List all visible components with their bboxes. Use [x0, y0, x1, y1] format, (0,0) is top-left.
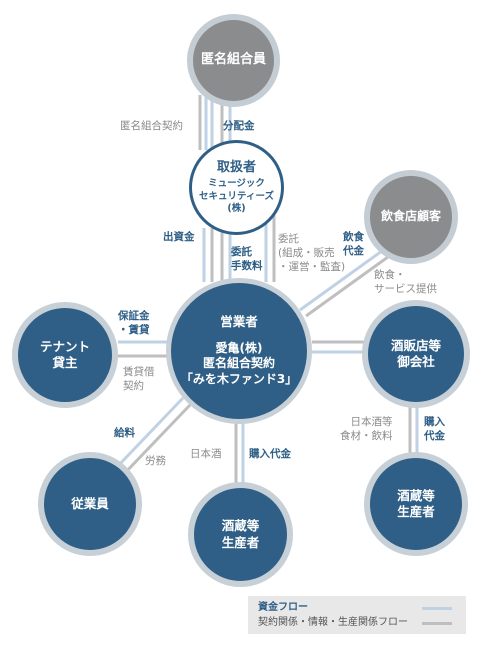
- label-deposit-rent-line-2: ・賃貸: [118, 324, 150, 336]
- node-brewery-right: 酒蔵等 生産者: [364, 452, 468, 556]
- node-liquor-store-line-2: 御会社: [397, 354, 435, 369]
- node-handler-title: 取扱者: [216, 159, 256, 175]
- label-food-payment-line-1: 飲食: [343, 231, 364, 243]
- node-tenant-landlord-line-2: 貸主: [52, 355, 78, 370]
- node-restaurant-customers: 飲食店顧客: [364, 170, 458, 264]
- legend: 資金フロー 契約関係・情報・生産関係フロー: [248, 596, 466, 634]
- legend-contract-swatch: [422, 622, 452, 625]
- connector-operator-employees-1: [114, 396, 185, 470]
- label-sake-food-drink-line-2: 食材・飲料: [340, 430, 393, 442]
- label-purchase-right-line-2: 代金: [424, 430, 445, 442]
- node-handler-line-2: セキュリティーズ: [199, 190, 274, 202]
- node-brewery-right-line-2: 生産者: [397, 504, 435, 519]
- node-restaurant-customers-line: 飲食店顧客: [380, 209, 441, 224]
- node-brewery-bottom: 酒蔵等 生産者: [188, 482, 293, 587]
- connector-operator-restaurant-2: [305, 247, 400, 318]
- label-commission-fee-line-1: 委託: [231, 246, 252, 258]
- label-salary-line: 給料: [114, 427, 135, 439]
- label-sake-food-drink: 日本酒等 食材・飲料: [340, 415, 393, 443]
- label-dividend-line: 分配金: [223, 120, 255, 132]
- label-sake-food-drink-line-1: 日本酒等: [350, 416, 393, 428]
- node-operator-line-1: 愛亀(株): [215, 340, 263, 355]
- label-purchase-right-line-1: 購入: [424, 416, 445, 428]
- node-liquor-store-line-1: 酒販店等: [390, 337, 441, 353]
- label-lease-contract-line-1: 賃貸借: [123, 366, 155, 378]
- label-food-payment: 飲食 代金: [343, 230, 364, 258]
- label-commission-fee: 委託 手数料: [231, 245, 263, 273]
- node-employees-line: 従業員: [71, 495, 109, 511]
- legend-row-contract: 契約関係・情報・生産関係フロー: [258, 615, 456, 630]
- node-brewery-bottom-line-2: 生産者: [221, 534, 260, 550]
- node-liquor-store: 酒販店等 御会社: [362, 300, 470, 408]
- connector-operator-restaurant-1: [299, 241, 394, 312]
- node-tenant-landlord: テナント 貸主: [12, 302, 118, 408]
- legend-money-swatch: [422, 607, 452, 610]
- label-sake-bottom: 日本酒: [190, 447, 222, 461]
- label-entrust-tasks-line-3: ・運営・監査): [278, 261, 346, 273]
- node-tenant-landlord-line-1: テナント: [39, 338, 90, 354]
- label-investment-line: 出資金: [163, 231, 195, 243]
- label-deposit-rent: 保証金 ・賃貸: [118, 309, 150, 337]
- node-operator: 営業者 愛亀(株) 匿名組合契約 「みを木ファンド3」: [166, 278, 312, 424]
- label-dividend: 分配金: [223, 119, 255, 133]
- label-investment: 出資金: [163, 230, 195, 244]
- connector-operator-employees-2: [121, 403, 192, 477]
- label-entrust-tasks-line-1: 委託: [278, 233, 299, 245]
- node-handler-line-3: (株): [227, 203, 246, 215]
- node-operator-line-3: 「みを木ファンド3」: [180, 371, 298, 386]
- label-purchase-right: 購入 代金: [424, 415, 445, 443]
- node-handler-line-1: ミュージック: [208, 178, 265, 190]
- label-purchase-bottom-line: 購入代金: [249, 448, 291, 460]
- label-food-service-line-2: サービス提供: [374, 283, 437, 295]
- label-contract-anonymous: 匿名組合契約: [120, 119, 183, 133]
- node-anonymous-partners-line: 匿名組合員: [200, 52, 266, 68]
- node-handler: 取扱者 ミュージック セキュリティーズ (株): [189, 140, 284, 235]
- legend-money-label: 資金フロー: [258, 602, 308, 613]
- legend-row-money: 資金フロー: [258, 600, 456, 615]
- label-food-service: 飲食・ サービス提供: [374, 268, 437, 296]
- label-food-payment-line-2: 代金: [343, 245, 364, 257]
- node-anonymous-partners: 匿名組合員: [187, 14, 280, 107]
- node-operator-line-2: 匿名組合契約: [202, 356, 275, 371]
- label-lease-contract-line-2: 契約: [123, 380, 144, 392]
- node-employees: 従業員: [38, 452, 142, 556]
- legend-contract-label: 契約関係・情報・生産関係フロー: [258, 617, 408, 628]
- label-entrust-tasks-line-2: (組成・販売: [278, 247, 335, 259]
- label-purchase-bottom: 購入代金: [249, 447, 291, 461]
- label-salary: 給料: [114, 426, 135, 440]
- label-entrust-tasks: 委託 (組成・販売 ・運営・監査): [278, 232, 345, 274]
- label-sake-bottom-line: 日本酒: [190, 448, 222, 460]
- label-lease-contract: 賃貸借 契約: [123, 365, 155, 393]
- label-food-service-line-1: 飲食・: [374, 269, 406, 281]
- label-labor-line: 労務: [145, 455, 166, 467]
- label-deposit-rent-line-1: 保証金: [118, 310, 150, 322]
- node-brewery-right-line-1: 酒蔵等: [397, 487, 435, 503]
- node-brewery-bottom-line-1: 酒蔵等: [221, 518, 260, 534]
- label-labor: 労務: [145, 454, 166, 468]
- node-operator-title: 営業者: [220, 314, 258, 330]
- label-contract-anonymous-line: 匿名組合契約: [120, 120, 183, 132]
- label-commission-fee-line-2: 手数料: [231, 260, 263, 272]
